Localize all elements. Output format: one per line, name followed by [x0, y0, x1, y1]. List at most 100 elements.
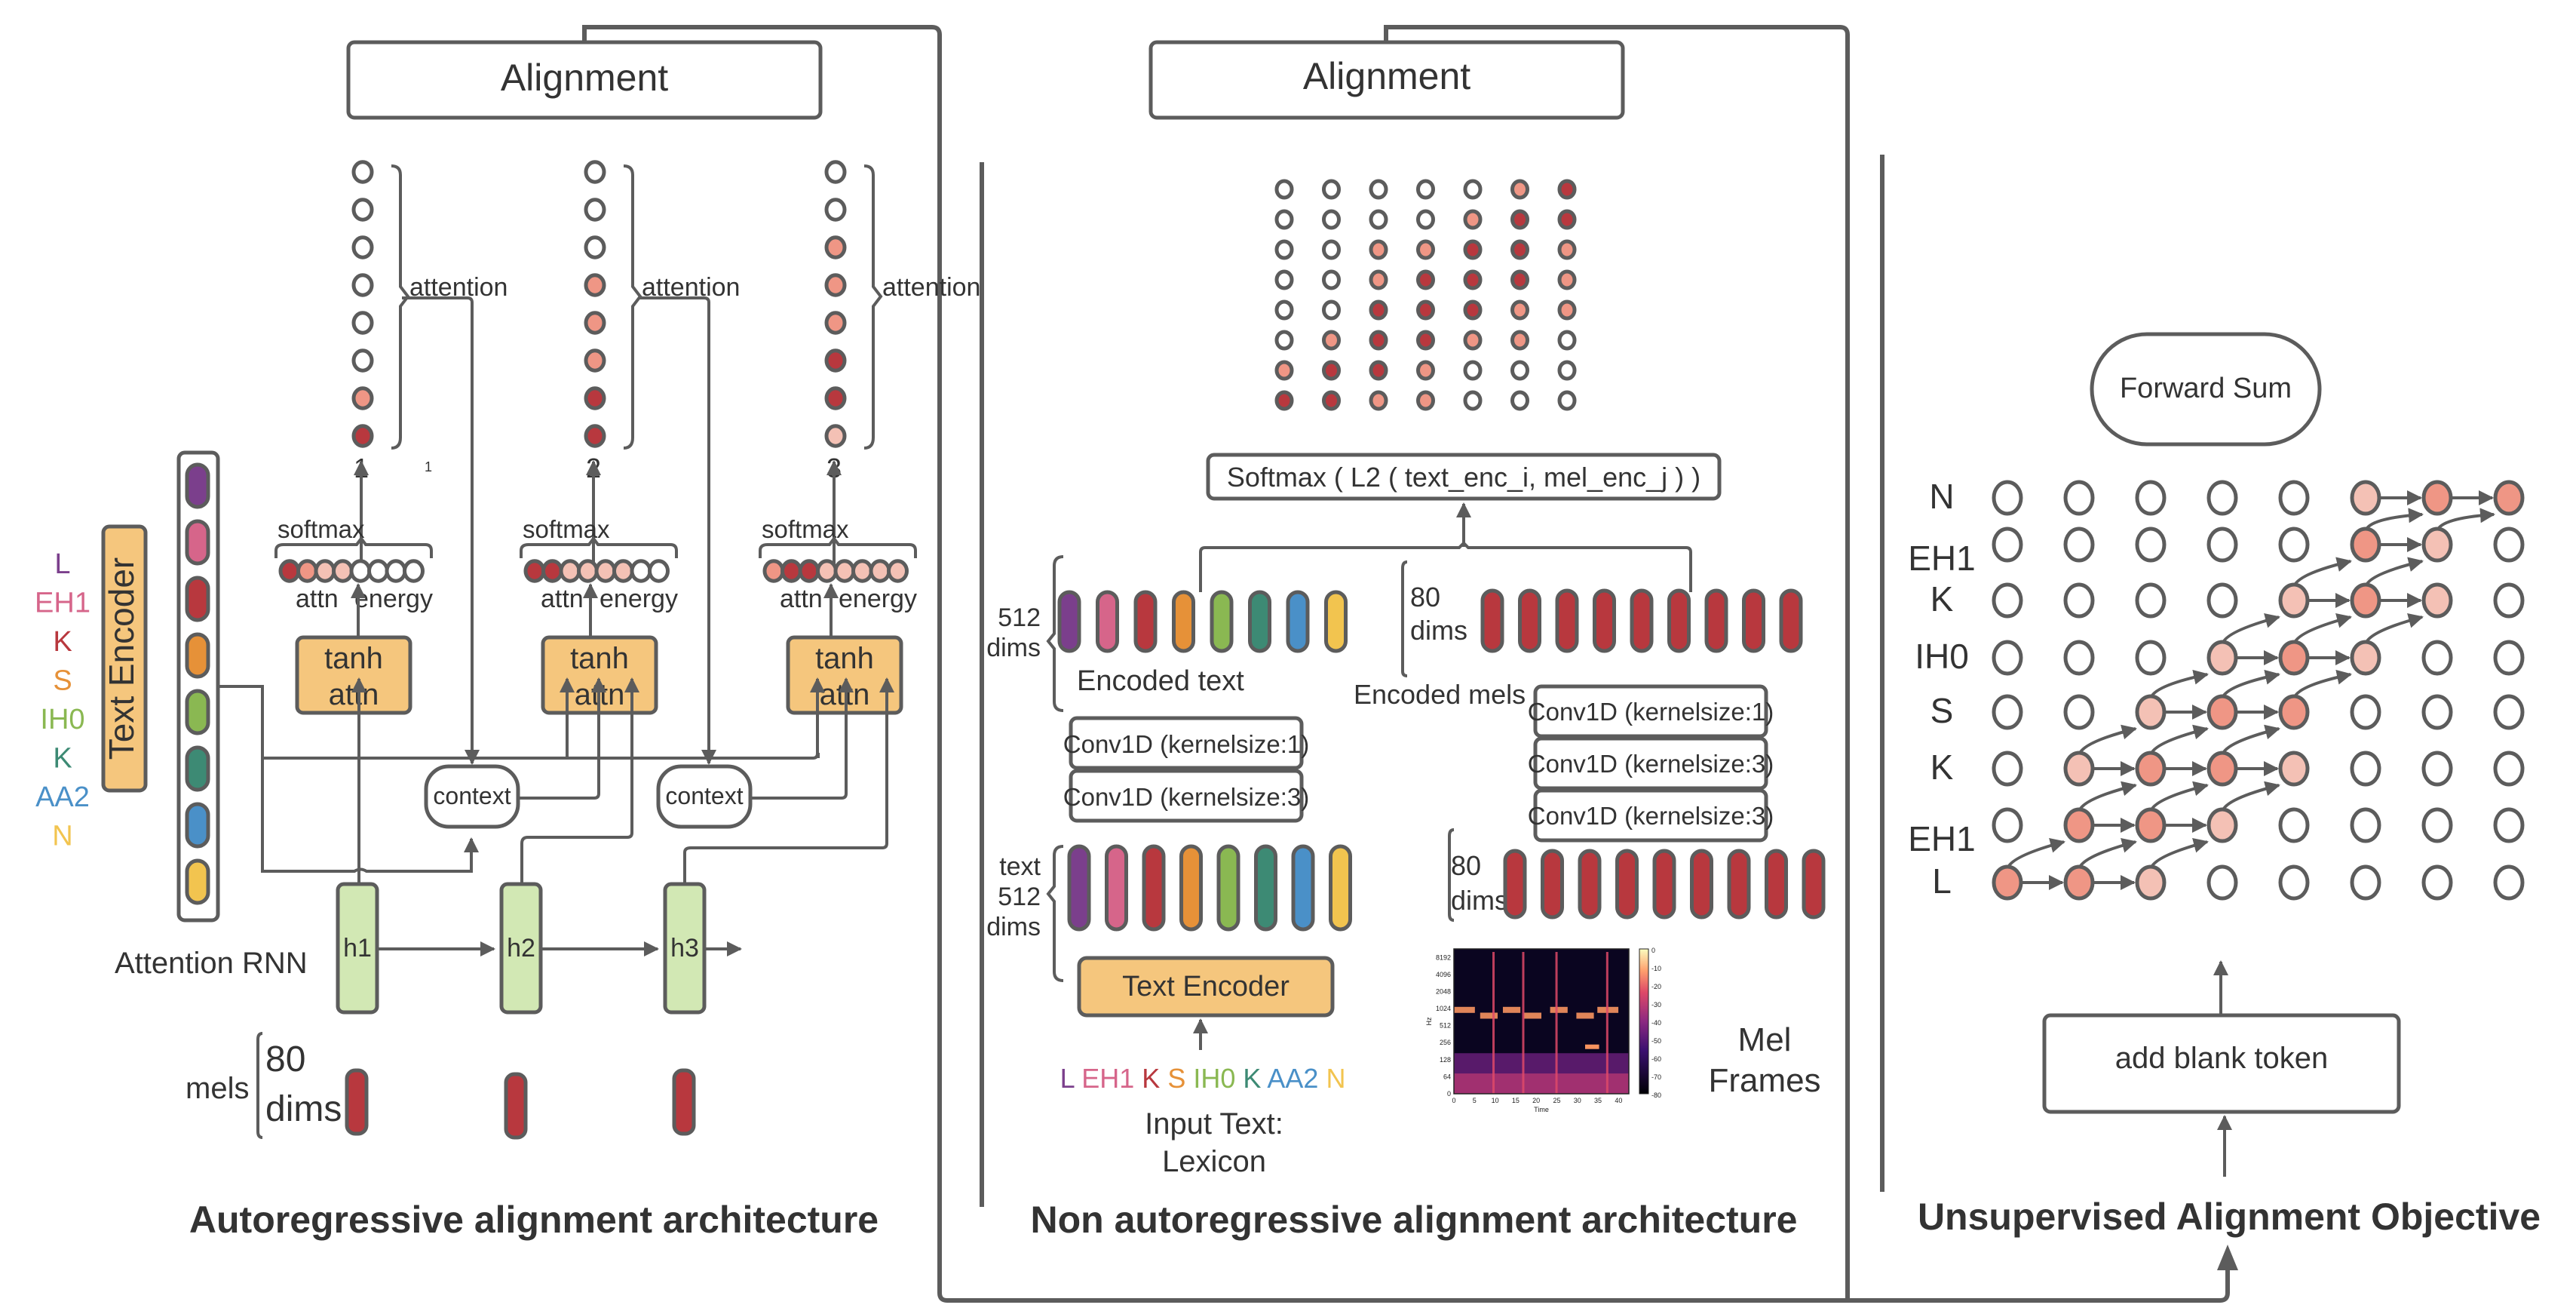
lattice-node [2278, 694, 2310, 730]
alignment-cell [1274, 330, 1294, 351]
text-encoder-box-2 [1077, 956, 1335, 1018]
text-conv-stack: Conv1D (kernelsize:1)Conv1D (kernelsize:… [1063, 716, 1309, 823]
lattice-node [2135, 527, 2167, 563]
phoneme-label: EH1 [35, 588, 90, 619]
text-embedding-vector [1254, 844, 1277, 932]
energy-dot [612, 559, 634, 583]
context1-to-tanh2-line [519, 677, 606, 800]
energy-dot [851, 559, 873, 583]
alignment-cell [1557, 179, 1577, 200]
lexicon-phoneme: AA2 [1261, 1063, 1318, 1094]
alignment-cell [1510, 360, 1529, 381]
lexicon-label: Lexicon [1162, 1145, 1266, 1178]
alignment-cell [1510, 390, 1529, 411]
alignment-matrix [1274, 179, 1577, 411]
attention-weight-dot [584, 273, 606, 297]
energy-label: energy [600, 585, 678, 613]
phoneme-label: K [53, 626, 72, 658]
text-encoder-box [101, 524, 148, 793]
lexicon-phoneme: S [1160, 1063, 1185, 1094]
lattice-arrow [2436, 508, 2495, 532]
rnn-hidden-label: h3 [670, 934, 699, 963]
softmax-label: softmax [523, 515, 610, 543]
context-box-1 [424, 764, 520, 829]
spectrogram-xtick: 5 [1473, 1097, 1477, 1104]
energy-dot [559, 559, 581, 583]
alignment-cell [1557, 239, 1577, 260]
autoregressive-to-objective-line [582, 25, 2230, 1303]
lattice-node [2206, 582, 2238, 619]
colorbar-tick: -30 [1651, 1001, 1661, 1009]
text-encoder-label-2: Text Encoder [1122, 971, 1290, 1002]
encoder-vector [185, 519, 210, 566]
alignment-box-2 [1148, 40, 1625, 120]
text-conv-label: Conv1D (kernelsize:3) [1063, 783, 1309, 811]
energy-dot [367, 559, 389, 583]
energy-dot [648, 559, 670, 583]
encoder-vector [185, 858, 210, 905]
lattice-node [2493, 582, 2525, 619]
rnn-label: Attention RNN [115, 947, 308, 980]
mel-frames-label-1: Mel [1738, 1021, 1792, 1058]
phoneme-label: L [54, 548, 70, 580]
alignment-cell [1274, 179, 1294, 200]
alignment-cell [1416, 390, 1435, 411]
lattice-row-label: K [1930, 579, 1954, 619]
alignment-cell [1416, 299, 1435, 321]
bus-to-tanh3 [769, 677, 825, 760]
alignment-cell [1510, 330, 1529, 351]
attention1-to-context-line [402, 296, 480, 765]
lattice-node [2493, 864, 2525, 901]
attention-weight-dot [351, 348, 374, 373]
lattice-arrow [2221, 613, 2280, 645]
encoded-mel-vector [1480, 588, 1504, 653]
lattice-node [2421, 527, 2453, 563]
colorbar-tick: -10 [1651, 965, 1661, 972]
lattice-node [2350, 751, 2381, 787]
alignment-cell [1463, 209, 1483, 230]
encoded-mel-vector [1555, 588, 1579, 653]
text-embedding-vector [1067, 844, 1091, 932]
lattice-row-label: EH1 [1908, 819, 1975, 858]
encoded-text-vector [1324, 590, 1348, 653]
spectrogram-transient [1555, 952, 1558, 1094]
softmax-formula: Softmax ( L2 ( text_enc_i, mel_enc_j ) ) [1227, 462, 1700, 493]
lattice-row-label: IH0 [1915, 637, 1969, 676]
alignment-cell [1322, 299, 1341, 321]
lattice-node [2278, 864, 2310, 901]
colorbar-tick: -40 [1651, 1019, 1661, 1027]
energy-label: energy [839, 585, 917, 613]
alignment-cell [1274, 269, 1294, 290]
attention-weight-dot [584, 386, 606, 410]
phoneme-label: AA2 [35, 781, 90, 813]
lattice-arrow [2292, 613, 2352, 645]
lattice-node [1992, 582, 2023, 619]
attention-weight-dot [351, 198, 374, 222]
attn-label: attn [541, 585, 584, 613]
lattice-row-label: L [1932, 861, 1952, 901]
attn-label: attn [780, 585, 823, 613]
colorbar-tick: -60 [1651, 1055, 1661, 1063]
mel-bracket [1448, 828, 1455, 922]
attention-weight-dot [824, 160, 847, 184]
encoded-text-vectors [1057, 590, 1348, 653]
lattice-arrow [2149, 669, 2209, 699]
lattice-node [2135, 864, 2167, 901]
attention-weight-dot [824, 198, 847, 222]
spectrogram-formant [1454, 1006, 1475, 1013]
lattice-node [2135, 640, 2167, 676]
encoder-output-frame [176, 450, 220, 923]
encoded-text-vector [1210, 590, 1234, 653]
rnn-cell [336, 882, 379, 1015]
add-blank-token-label: add blank token [2115, 1042, 2328, 1075]
lattice-node [2135, 694, 2167, 730]
energy-dot [869, 559, 891, 583]
lattice-node [2278, 480, 2310, 516]
spectrogram-ytick: 256 [1440, 1039, 1451, 1046]
attention2-to-context-line [639, 296, 716, 765]
alignment-cell [1557, 390, 1577, 411]
softmax-brace [520, 536, 678, 558]
